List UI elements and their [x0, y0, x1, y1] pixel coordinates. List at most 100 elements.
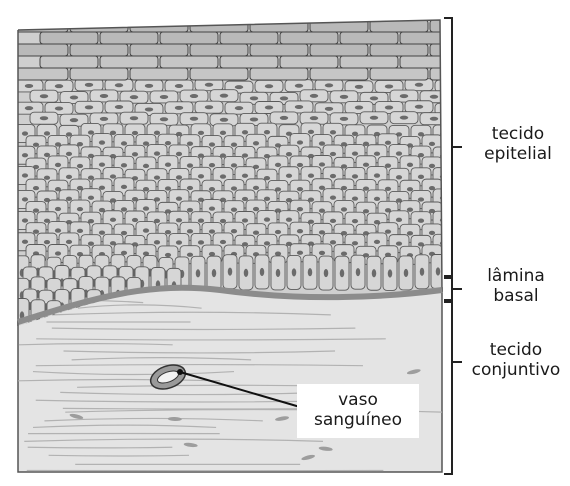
cell-nucleus: [260, 268, 264, 276]
keratinized-cell: [70, 68, 128, 80]
cell-nucleus: [440, 241, 446, 245]
cell-nucleus: [70, 96, 78, 100]
cell-nucleus: [324, 269, 328, 277]
cell-nucleus: [121, 185, 127, 189]
brackets: [444, 18, 462, 474]
cell-nucleus: [99, 162, 105, 166]
cell-nucleus: [265, 105, 273, 109]
cell-nucleus: [187, 229, 193, 233]
cell-nucleus: [231, 186, 237, 190]
cell-nucleus: [220, 219, 226, 223]
cell-nucleus: [165, 163, 171, 167]
cell-nucleus: [132, 152, 138, 156]
cell-nucleus: [363, 163, 369, 167]
cell-nucleus: [196, 269, 200, 277]
cell-nucleus: [388, 269, 392, 277]
cell-nucleus: [165, 186, 171, 190]
cell-nucleus: [242, 197, 248, 201]
cell-nucleus: [40, 94, 48, 98]
cell-nucleus: [430, 95, 438, 99]
cell-nucleus: [407, 187, 413, 191]
keratinized-cell: [250, 68, 308, 80]
cell-nucleus: [297, 187, 303, 191]
cell-nucleus: [297, 163, 303, 167]
cell-nucleus: [407, 163, 413, 167]
cell-nucleus: [209, 163, 215, 167]
epithelial-cell: [444, 136, 464, 154]
cell-nucleus: [330, 240, 336, 244]
cell-nucleus: [143, 228, 149, 232]
cell-nucleus: [175, 84, 183, 88]
cell-nucleus: [212, 269, 216, 277]
cell-nucleus: [363, 186, 369, 190]
cell-nucleus: [374, 240, 380, 244]
cell-nucleus: [198, 174, 204, 178]
cell-nucleus: [400, 116, 408, 120]
cell-nucleus: [187, 186, 193, 190]
cell-nucleus: [330, 219, 336, 223]
cell-nucleus: [400, 94, 408, 98]
keratinized-cell: [40, 32, 98, 44]
cell-nucleus: [176, 175, 182, 179]
cell-nucleus: [319, 141, 325, 145]
cell-nucleus: [275, 251, 281, 255]
cell-nucleus: [160, 95, 168, 99]
cell-nucleus: [209, 206, 215, 210]
cell-nucleus: [385, 229, 391, 233]
cell-nucleus: [44, 176, 50, 180]
cell-nucleus: [374, 152, 380, 156]
label-connective-tissue: tecido conjuntivo: [462, 340, 570, 380]
keratinized-cell: [430, 44, 488, 56]
cell-nucleus: [190, 94, 198, 98]
cell-nucleus: [330, 130, 336, 134]
cell-nucleus: [319, 162, 325, 166]
cell-nucleus: [231, 163, 237, 167]
cell-nucleus: [66, 152, 72, 156]
cell-nucleus: [308, 174, 314, 178]
keratinized-cell: [250, 20, 308, 32]
label-basal-line1: lâmina: [468, 266, 564, 286]
cell-nucleus: [436, 267, 440, 275]
keratinized-cell: [190, 68, 248, 80]
cell-nucleus: [209, 252, 215, 256]
cell-nucleus: [121, 207, 127, 211]
cell-nucleus: [341, 207, 347, 211]
connective-tissue: [18, 286, 443, 476]
cell-nucleus: [396, 175, 402, 179]
cell-nucleus: [121, 141, 127, 145]
cell-nucleus: [396, 151, 402, 155]
cell-nucleus: [374, 197, 380, 201]
label-vessel-line1: vaso: [297, 390, 419, 410]
cell-nucleus: [220, 94, 228, 98]
keratinized-cell: [430, 20, 488, 32]
cell-nucleus: [132, 218, 138, 222]
cell-nucleus: [372, 269, 376, 277]
cell-nucleus: [340, 269, 344, 277]
cell-nucleus: [264, 130, 270, 134]
cell-nucleus: [264, 241, 270, 245]
cell-nucleus: [220, 131, 226, 135]
cell-nucleus: [99, 231, 105, 235]
cell-nucleus: [190, 117, 198, 121]
cell-nucleus: [340, 117, 348, 121]
epithelial-tissue: [10, 20, 488, 335]
cell-nucleus: [77, 164, 83, 168]
cell-nucleus: [352, 241, 358, 245]
cell-nucleus: [130, 95, 138, 99]
cell-nucleus: [297, 140, 303, 144]
cell-nucleus: [44, 240, 50, 244]
cell-nucleus: [242, 218, 248, 222]
cell-nucleus: [175, 106, 183, 110]
cell-nucleus: [280, 116, 288, 120]
cell-nucleus: [154, 131, 160, 135]
label-epithelial-tissue: tecido epitelial: [470, 124, 566, 164]
cell-nucleus: [143, 206, 149, 210]
keratinized-cell: [70, 44, 128, 56]
epithelial-cell: [435, 80, 463, 92]
cell-nucleus: [407, 231, 413, 235]
cell-nucleus: [286, 174, 292, 178]
label-blood-vessel: vaso sanguíneo: [297, 384, 419, 438]
cell-nucleus: [404, 269, 408, 277]
cell-nucleus: [415, 105, 423, 109]
